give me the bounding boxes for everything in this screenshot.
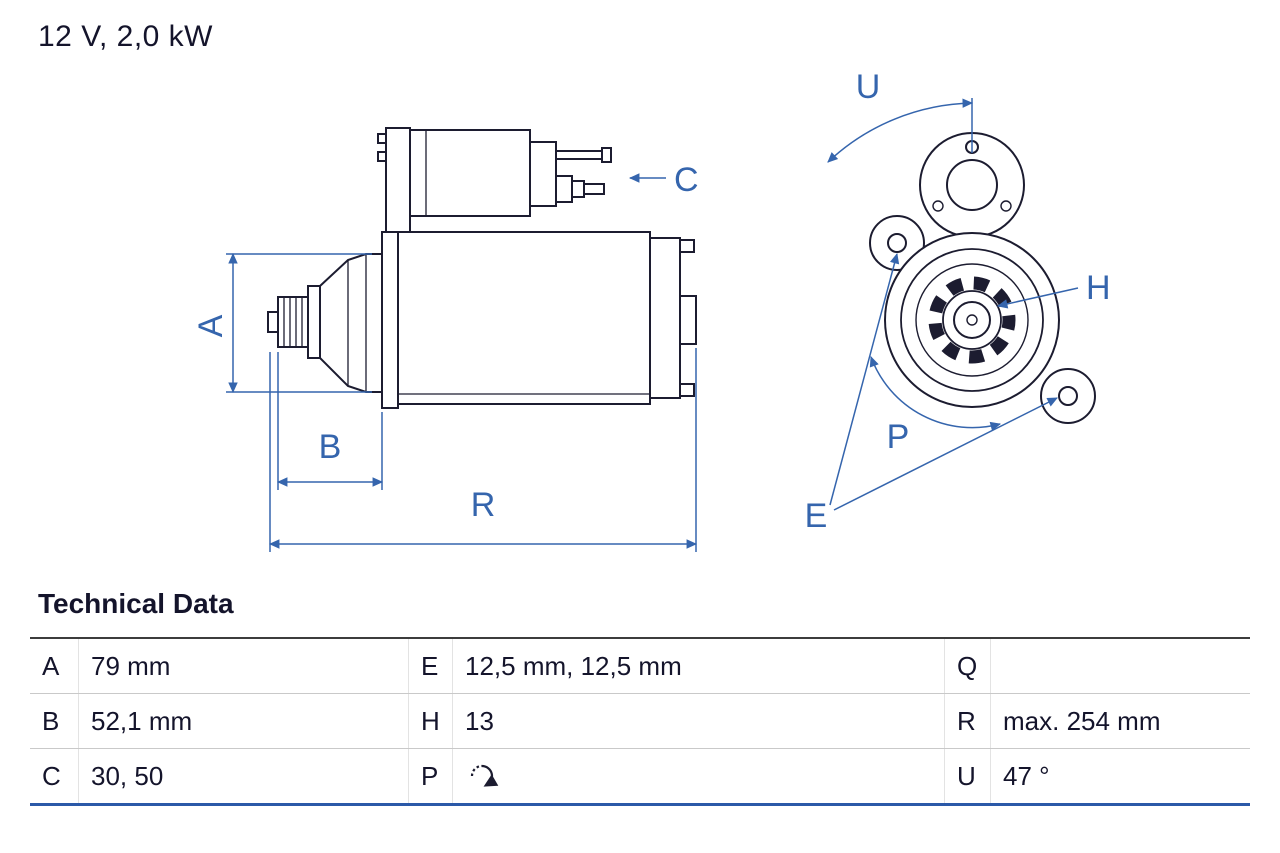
spec-value-b: 52,1 mm — [78, 694, 408, 748]
page-title: 12 V, 2,0 kW — [38, 20, 213, 53]
starter-motor-front-view — [869, 132, 1096, 424]
table-row: A 79 mm E 12,5 mm, 12,5 mm Q — [30, 639, 1250, 694]
motor-body — [397, 231, 651, 405]
spec-key-h: H — [408, 694, 452, 748]
drive-housing-ribs — [347, 254, 367, 392]
pitch-arc-p — [869, 356, 1002, 431]
pinion-teeth-lines — [283, 297, 303, 347]
dimension-r: R — [268, 348, 698, 552]
leader-line-e-left — [829, 252, 900, 506]
spec-key-r: R — [944, 694, 990, 748]
end-cap-bottom-tab — [679, 383, 695, 397]
spec-key-q: Q — [944, 639, 990, 693]
starter-motor-side-view — [267, 127, 697, 409]
spec-value-h: 13 — [452, 694, 944, 748]
annotation-p: P — [869, 356, 1002, 456]
rotation-direction-icon — [470, 764, 499, 787]
mounting-flange-plate — [381, 231, 399, 409]
dim-label-u: U — [856, 68, 881, 106]
spec-value-c: 30, 50 — [78, 749, 408, 803]
solenoid-bracket — [385, 127, 411, 233]
dimension-a: A — [192, 252, 372, 394]
dim-label-e: E — [805, 497, 828, 535]
pinion-collar — [307, 285, 321, 359]
ear-hole-left — [887, 233, 907, 253]
dim-label-b: B — [319, 428, 342, 466]
angle-arc-u — [827, 98, 974, 163]
spec-value-u: 47 ° — [990, 749, 1250, 803]
drive-housing-cone — [319, 253, 383, 393]
spec-value-p — [452, 749, 944, 803]
technical-data-heading: Technical Data — [38, 588, 234, 619]
spec-value-a: 79 mm — [78, 639, 408, 693]
spec-key-e: E — [408, 639, 452, 693]
terminal-stud-upper — [555, 150, 605, 160]
spec-value-e: 12,5 mm, 12,5 mm — [452, 639, 944, 693]
dim-label-r: R — [471, 486, 496, 524]
solenoid-body — [409, 129, 531, 217]
annotation-e: E — [805, 252, 1058, 535]
leader-line-e-right — [833, 397, 1058, 511]
dim-label-c: C — [674, 161, 699, 199]
terminal-stud-lower — [583, 183, 605, 195]
spec-value-q — [990, 639, 1250, 693]
spec-key-a: A — [42, 650, 60, 681]
dim-label-h: H — [1086, 269, 1111, 307]
end-cap — [649, 237, 681, 399]
dim-label-a: A — [192, 314, 230, 337]
top-tab-hole — [946, 159, 998, 211]
dim-label-p: P — [887, 418, 910, 456]
end-cap-center-block — [679, 295, 697, 345]
annotation-h: H — [996, 269, 1111, 309]
bracket-tab-lower — [377, 151, 387, 162]
ear-hole-right — [1058, 386, 1078, 406]
terminal-block-lower — [555, 175, 573, 203]
end-cap-top-tab — [679, 239, 695, 253]
spec-key-u: U — [944, 749, 990, 803]
tab-bolt-hole-left — [932, 200, 944, 212]
tab-bolt-hole-right — [1000, 200, 1012, 212]
solenoid-end-cap — [529, 141, 557, 207]
table-row: C 30, 50 P U 47 ° — [30, 749, 1250, 803]
starter-motor-diagram: A B R C — [192, 68, 1111, 552]
pinion-shaft-stub — [267, 311, 279, 333]
spec-key-b: B — [42, 705, 60, 736]
terminal-nut-upper — [601, 147, 612, 163]
bracket-tab-upper — [377, 133, 387, 144]
pinion-gear — [277, 296, 309, 348]
table-row: B 52,1 mm H 13 R max. 254 mm — [30, 694, 1250, 749]
spec-key-c: C — [42, 760, 61, 791]
leader-line-h — [996, 287, 1079, 309]
angle-annotation-u: U — [827, 68, 974, 163]
terminal-annotation-c: C — [628, 161, 699, 199]
gear-center-hole — [966, 314, 978, 326]
spec-value-r: max. 254 mm — [990, 694, 1250, 748]
technical-data-table: A 79 mm E 12,5 mm, 12,5 mm Q B 52,1 mm H… — [30, 637, 1250, 806]
spec-key-p: P — [408, 749, 452, 803]
dimension-b: B — [276, 352, 384, 490]
terminal-step-lower — [571, 180, 585, 198]
